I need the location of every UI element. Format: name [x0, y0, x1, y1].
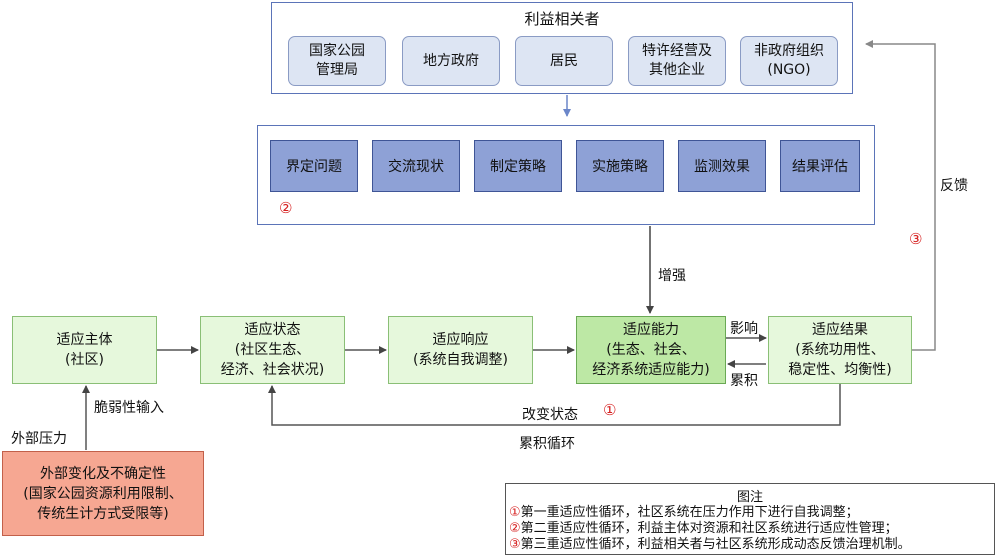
- box-subtitle-line2: 经济、社会状况): [220, 362, 325, 378]
- step-evaluate-result: 结果评估: [780, 140, 860, 192]
- box-subtitle-line2: 经济系统适应能力): [592, 362, 710, 378]
- box-title: 外部变化及不确定性: [40, 465, 166, 482]
- stakeholders-title: 利益相关者: [524, 10, 600, 28]
- stakeholder-label: 地方政府: [423, 52, 479, 69]
- loop3-marker: ③: [909, 230, 923, 248]
- box-subtitle-line1: (生态、社会、: [606, 342, 696, 358]
- stakeholder-residents: 居民: [515, 36, 613, 86]
- step-define-problem: 界定问题: [270, 140, 358, 192]
- stakeholder-label-line2: (NGO): [767, 62, 811, 78]
- label-enhance: 增强: [658, 268, 686, 284]
- loop1-return-line: [268, 384, 841, 426]
- box-adaptation-result: 适应结果 (系统功用性、 稳定性、均衡性): [768, 316, 912, 384]
- stakeholder-label: 居民: [550, 52, 578, 69]
- label-change-state: 改变状态: [522, 407, 578, 423]
- box-adaptive-capacity: 适应能力 (生态、社会、 经济系统适应能力): [576, 316, 726, 384]
- box-subtitle-line1: (社区生态、: [234, 342, 311, 358]
- legend-row-2: ②第二重适应性循环，利益主体对资源和社区系统进行适应性管理；: [509, 520, 898, 537]
- management-process-panel: [257, 125, 875, 225]
- loop2-marker: ②: [279, 199, 293, 217]
- legend-marker: ②: [509, 521, 521, 536]
- legend-row-1: ①第一重适应性循环，社区系统在压力作用下进行自我调整；: [509, 504, 859, 521]
- stakeholder-label-line1: 特许经营及: [642, 43, 712, 59]
- label-feedback: 反馈: [940, 178, 968, 194]
- box-external-change: 外部变化及不确定性 (国家公园资源利用限制、 传统生计方式受限等): [2, 451, 204, 536]
- box-adaptation-state: 适应状态 (社区生态、 经济、社会状况): [200, 316, 345, 384]
- box-subtitle-line2: 传统生计方式受限等): [37, 505, 169, 522]
- stakeholder-ngo: 非政府组织 (NGO): [740, 36, 838, 86]
- legend-marker: ③: [509, 537, 521, 552]
- label-external-pressure: 外部压力: [11, 431, 67, 447]
- box-title: 适应响应: [432, 332, 489, 348]
- box-subtitle: (社区): [65, 352, 104, 368]
- box-subtitle: (系统自我调整): [413, 352, 508, 368]
- legend-text: 第三重适应性循环，利益相关者与社区系统形成动态反馈治理机制。: [520, 537, 911, 552]
- label-cumulative-cycle: 累积循环: [519, 436, 575, 452]
- step-implement-strategy: 实施策略: [576, 140, 664, 192]
- legend-box: 图注 ①第一重适应性循环，社区系统在压力作用下进行自我调整； ②第二重适应性循环…: [505, 483, 995, 555]
- box-title: 适应结果: [812, 322, 868, 338]
- stakeholder-local-government: 地方政府: [402, 36, 500, 86]
- stakeholder-label-line1: 非政府组织: [754, 43, 824, 59]
- box-subtitle-line1: (国家公园资源利用限制、: [23, 485, 183, 502]
- label-accumulate: 累积: [730, 373, 758, 389]
- stakeholder-label-line2: 其他企业: [649, 62, 705, 78]
- stakeholder-label-line2: 管理局: [316, 62, 358, 78]
- legend-text: 第二重适应性循环，利益主体对资源和社区系统进行适应性管理；: [520, 521, 898, 536]
- box-adaptation-subject: 适应主体 (社区): [12, 316, 157, 384]
- step-monitor-effect: 监测效果: [678, 140, 766, 192]
- box-adaptation-response: 适应响应 (系统自我调整): [388, 316, 533, 384]
- stakeholder-park-authority: 国家公园 管理局: [288, 36, 386, 86]
- box-subtitle-line1: (系统功用性、: [795, 342, 885, 358]
- label-influence: 影响: [730, 321, 758, 337]
- loop1-marker: ①: [603, 401, 617, 419]
- loop3-feedback-line: [865, 40, 936, 351]
- stakeholders-panel: 利益相关者 国家公园 管理局 地方政府 居民 特许经营及 其他企业 非政府组织 …: [271, 2, 853, 94]
- step-formulate-strategy: 制定策略: [474, 140, 562, 192]
- legend-marker: ①: [509, 505, 521, 520]
- label-vulnerability-input: 脆弱性输入: [94, 400, 164, 416]
- stakeholder-enterprises: 特许经营及 其他企业: [628, 36, 726, 86]
- legend-row-3: ③第三重适应性循环，利益相关者与社区系统形成动态反馈治理机制。: [509, 536, 911, 553]
- legend-title: 图注: [736, 490, 763, 505]
- box-subtitle-line2: 稳定性、均衡性): [788, 362, 892, 378]
- box-title: 适应主体: [56, 332, 113, 348]
- box-title: 适应能力: [623, 322, 679, 338]
- box-title: 适应状态: [244, 322, 301, 338]
- stakeholder-label-line1: 国家公园: [309, 43, 365, 59]
- step-communicate-status: 交流现状: [372, 140, 460, 192]
- legend-text: 第一重适应性循环，社区系统在压力作用下进行自我调整；: [520, 505, 859, 520]
